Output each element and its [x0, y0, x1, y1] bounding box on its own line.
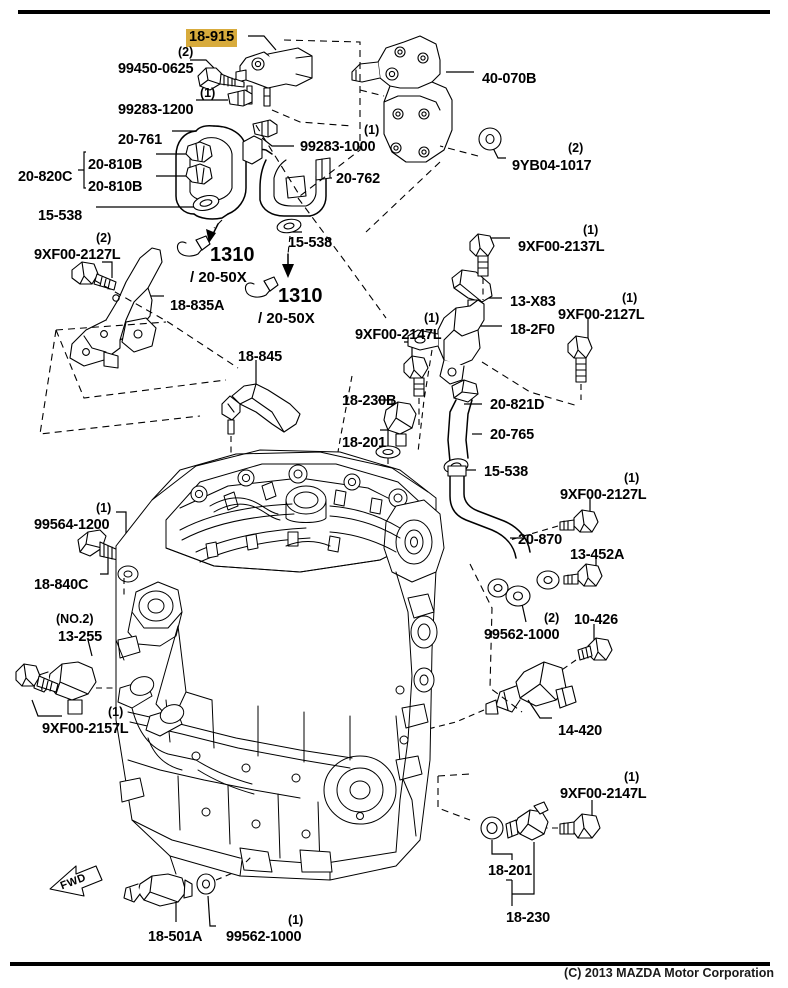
label-18-835a[interactable]: 18-835A [170, 298, 225, 314]
qty-99283-1200: (1) [200, 86, 216, 100]
label-20-761[interactable]: 20-761 [118, 132, 162, 148]
qty-13-255: (NO.2) [56, 612, 94, 626]
label-20-765[interactable]: 20-765 [490, 427, 534, 443]
label-15-538-right[interactable]: 15-538 [484, 464, 528, 480]
label-18-840c[interactable]: 18-840C [34, 577, 89, 593]
qty-99564-1200: (1) [96, 501, 112, 515]
label-20-810b-2[interactable]: 20-810B [88, 179, 143, 195]
label-9xf00-2127l-lower-right[interactable]: 9XF00-2127L [560, 487, 647, 503]
label-20-762[interactable]: 20-762 [336, 171, 380, 187]
label-14-420[interactable]: 14-420 [558, 723, 602, 739]
label-99562-1000-upper[interactable]: 99562-1000 [484, 627, 560, 643]
label-9yb04-1017[interactable]: 9YB04-1017 [512, 158, 592, 174]
label-20-870[interactable]: 20-870 [518, 532, 562, 548]
qty-9xf00-2137l: (1) [583, 223, 599, 237]
qty-9xf00-2147l-mid: (1) [424, 311, 440, 325]
label-9xf00-2127l-upper-right[interactable]: 9XF00-2127L [558, 307, 645, 323]
qty-99450-0625: (2) [178, 45, 194, 59]
label-99283-1000[interactable]: 99283-1000 [300, 139, 376, 155]
label-18-201-bottom[interactable]: 18-201 [488, 863, 532, 879]
label-15-538-left[interactable]: 15-538 [38, 208, 82, 224]
label-18-230-bottom[interactable]: 18-230 [506, 910, 550, 926]
clamp-callout-1-sub[interactable]: / 20-50X [190, 269, 247, 286]
qty-9xf00-2127l-upper-right: (1) [622, 291, 638, 305]
label-9xf00-2147l-bottom[interactable]: 9XF00-2147L [560, 786, 647, 802]
label-20-821d[interactable]: 20-821D [490, 397, 545, 413]
highlighted-part-number[interactable]: 18-915 [186, 29, 238, 47]
label-18-230b[interactable]: 18-230B [342, 393, 397, 409]
label-99562-1000-lower[interactable]: 99562-1000 [226, 929, 302, 945]
label-99450-0625[interactable]: 99450-0625 [118, 61, 194, 77]
label-10-426[interactable]: 10-426 [574, 612, 618, 628]
qty-99283-1000: (1) [364, 123, 380, 137]
label-9xf00-2157l[interactable]: 9XF00-2157L [42, 721, 129, 737]
label-20-810b-1[interactable]: 20-810B [88, 157, 143, 173]
qty-99562-1000-upper: (2) [544, 611, 560, 625]
label-18-2f0[interactable]: 18-2F0 [510, 322, 555, 338]
label-99564-1200[interactable]: 99564-1200 [34, 517, 110, 533]
qty-9xf00-2147l-bottom: (1) [624, 770, 640, 784]
copyright-notice: (C) 2013 MAZDA Motor Corporation [564, 966, 774, 980]
label-9xf00-2147l-mid[interactable]: 9XF00-2147L [355, 327, 442, 343]
qty-9xf00-2157l: (1) [108, 705, 124, 719]
clamp-icon-1 [176, 235, 211, 257]
engine-block-illustration [115, 449, 445, 881]
label-99283-1200[interactable]: 99283-1200 [118, 102, 194, 118]
qty-99562-1000-lower: (1) [288, 913, 304, 927]
label-9xf00-2137l[interactable]: 9XF00-2137L [518, 239, 605, 255]
qty-9xf00-2127l-left: (2) [96, 231, 112, 245]
clamp-icon-2 [244, 276, 279, 298]
label-18-201-mid[interactable]: 18-201 [342, 435, 386, 451]
qty-9yb04-1017: (2) [568, 141, 584, 155]
label-13-452a[interactable]: 13-452A [570, 547, 625, 563]
qty-9xf00-2127l-lower-right: (1) [624, 471, 640, 485]
clamp-callout-2-sub[interactable]: / 20-50X [258, 310, 315, 327]
label-20-820c[interactable]: 20-820C [18, 169, 73, 185]
label-18-845[interactable]: 18-845 [238, 349, 282, 365]
label-15-538-mid[interactable]: 15-538 [288, 235, 332, 251]
label-40-070b[interactable]: 40-070B [482, 71, 537, 87]
label-9xf00-2127l-left[interactable]: 9XF00-2127L [34, 247, 121, 263]
clamp-callout-2-number[interactable]: 1310 [278, 285, 323, 307]
fwd-arrow-icon [49, 865, 103, 897]
label-18-501a[interactable]: 18-501A [148, 929, 203, 945]
clamp-callout-1-number[interactable]: 1310 [210, 244, 255, 266]
label-13-255[interactable]: 13-255 [58, 629, 102, 645]
label-13-x83[interactable]: 13-X83 [510, 294, 556, 310]
